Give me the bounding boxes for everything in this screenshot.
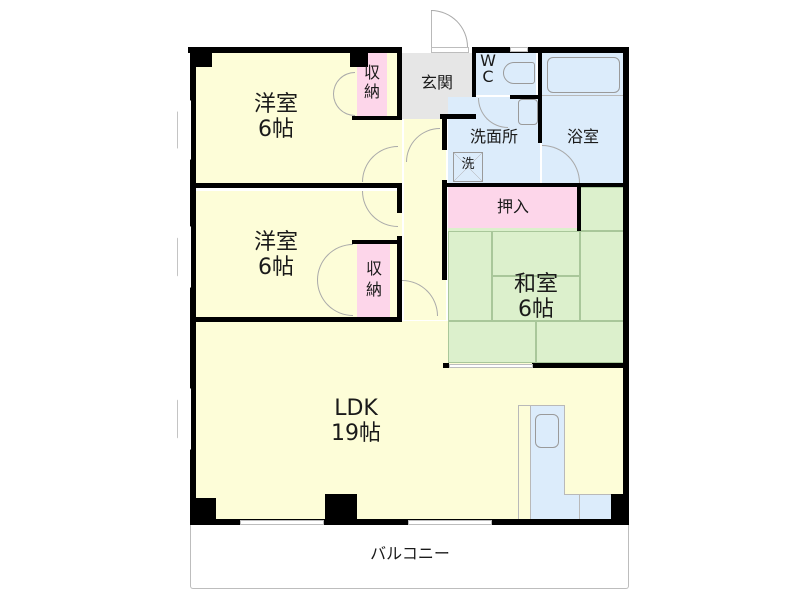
wall-top-right <box>472 47 628 53</box>
room-name: 和室 <box>513 272 558 297</box>
room-name: 洋室 <box>253 230 298 255</box>
bay-window-3 <box>177 388 191 450</box>
wall-room1-room2 <box>190 183 402 188</box>
room-size: 6帖 <box>258 255 294 281</box>
entrance-label: 玄関 <box>420 73 453 92</box>
wall-washitsu-corner <box>443 363 449 368</box>
western-room-2-label: 洋室 6帖 <box>236 230 316 281</box>
wall-entrance-bottom <box>440 114 476 119</box>
washbasin-icon <box>518 99 538 125</box>
closet-2-room <box>357 244 390 317</box>
wall-bath-left <box>538 47 542 143</box>
room-size: 6帖 <box>518 297 554 323</box>
closet-label-1: 収 <box>365 259 382 278</box>
room-name: LDK <box>334 396 378 421</box>
wall-oshiire-right <box>577 183 581 231</box>
entrance-opening <box>431 47 469 53</box>
wall-right <box>623 47 629 525</box>
washroom-label: 洗面所 <box>469 127 518 146</box>
wall-washitsu-bottom <box>532 363 628 368</box>
toilet-label-w: W <box>480 51 496 70</box>
wall-hall-left-upper <box>397 47 402 117</box>
toilet-label: W C <box>478 53 498 85</box>
tatami-mat <box>492 276 580 321</box>
washer-space <box>453 152 483 182</box>
pillar <box>350 47 368 67</box>
closet-2-label: 収 納 <box>359 259 389 301</box>
tatami-mat <box>580 231 624 321</box>
closet-label-2: 納 <box>363 82 380 102</box>
japanese-room-label: 和室 6帖 <box>496 272 576 323</box>
tatami-mat <box>536 321 624 363</box>
oshiire-label: 押入 <box>496 197 529 216</box>
counter-divider <box>579 494 580 521</box>
washer-label: 洗 <box>461 157 475 172</box>
kitchen-counter-lower <box>564 494 612 521</box>
tatami-mat <box>448 231 492 321</box>
bathtub-icon <box>547 57 620 93</box>
closet-label-1: 収 <box>363 63 380 82</box>
room-size: 19帖 <box>331 421 381 447</box>
bay-window-1 <box>177 100 191 160</box>
wall-wet-bottom <box>442 183 628 187</box>
toilet-window <box>510 47 528 52</box>
pillar <box>611 494 629 525</box>
washitsu-window <box>449 364 533 368</box>
pillar <box>190 47 212 67</box>
wall-room2-ldk <box>190 317 402 322</box>
wall-entrance-right <box>472 47 476 97</box>
ldk-label: LDK 19帖 <box>316 396 396 447</box>
tatami-mat <box>492 231 580 276</box>
oshiire-room-top <box>448 187 578 228</box>
closet-label-2: 納 <box>365 279 382 299</box>
wall-closet2-top <box>352 240 402 244</box>
wall-hall-left-mid <box>397 183 402 213</box>
wall-wash-left <box>442 114 447 150</box>
western-room-1-label: 洋室 6帖 <box>236 92 316 143</box>
wall-left <box>190 47 196 525</box>
bathtub-line <box>542 95 624 96</box>
toilet-icon <box>503 62 535 84</box>
wall-closet1-bottom <box>352 116 402 120</box>
balcony-area <box>190 525 629 589</box>
tatami-mat <box>448 321 536 363</box>
wall-top-left <box>188 47 400 53</box>
pillar <box>325 494 357 525</box>
bathroom-label: 浴室 <box>566 127 599 146</box>
tatami-mat <box>580 187 624 231</box>
closet-1-label: 収 納 <box>358 63 386 101</box>
toilet-label-c: C <box>482 67 494 86</box>
room-size: 6帖 <box>258 117 294 143</box>
sliding-window-2 <box>408 520 492 525</box>
sink-icon <box>535 414 559 448</box>
pillar <box>190 498 216 525</box>
entrance-door[interactable] <box>431 10 468 47</box>
bay-window-2 <box>177 226 191 288</box>
sliding-window-1 <box>240 520 324 525</box>
wall-toilet-bottom <box>510 95 542 99</box>
wall-wash-left-lower <box>442 180 447 280</box>
balcony-label: バルコニー <box>370 544 450 563</box>
wall-hall-left-lower <box>397 236 402 322</box>
room-name: 洋室 <box>253 92 298 117</box>
